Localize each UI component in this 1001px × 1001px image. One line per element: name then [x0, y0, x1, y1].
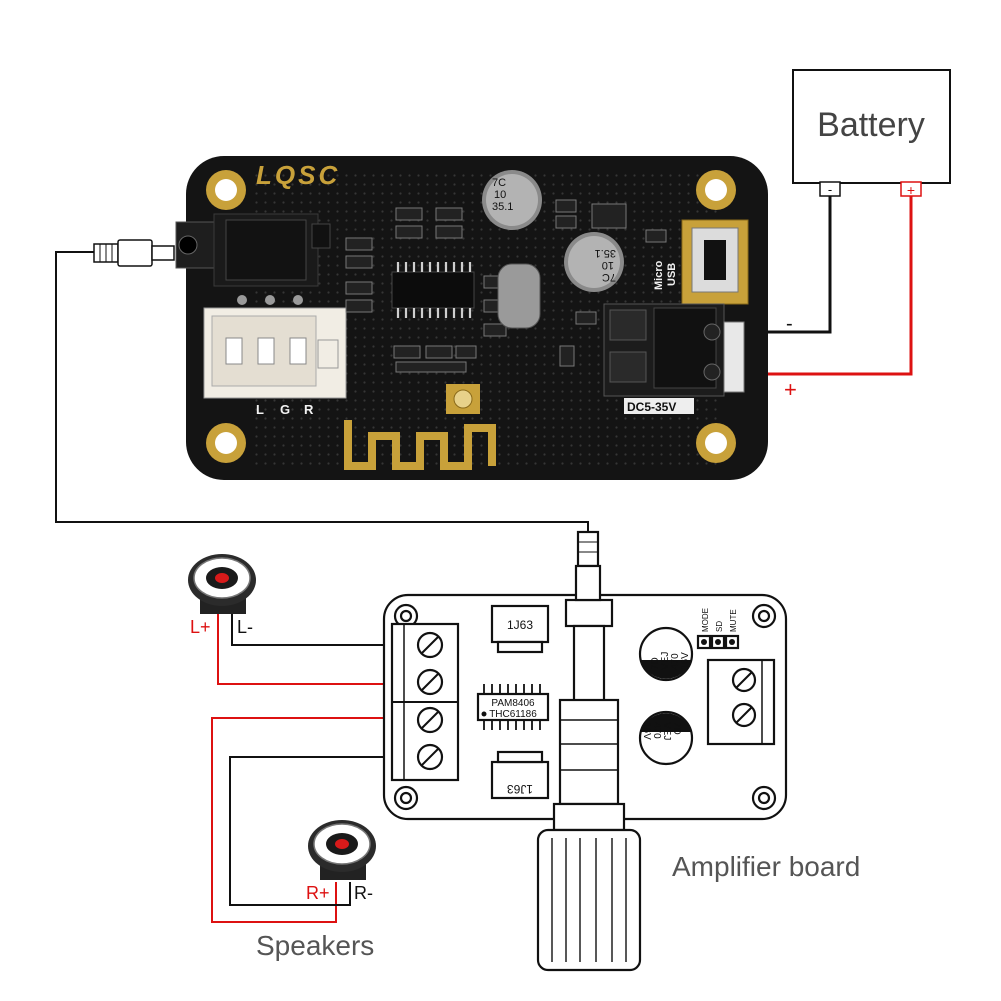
svg-text:PAM8406: PAM8406 — [491, 698, 535, 709]
svg-text:470: 470 — [670, 653, 681, 670]
power-screw-terminal — [603, 303, 745, 397]
amp-audio-plug — [574, 530, 602, 602]
svg-text:VEJ: VEJ — [661, 722, 672, 740]
amp-power-terminal — [706, 658, 776, 746]
mode-header: MODE SD MUTE — [696, 608, 740, 650]
svg-text:1J63: 1J63 — [507, 782, 533, 796]
svg-text:35.1: 35.1 — [595, 247, 616, 259]
amp-mounting-holes — [393, 603, 777, 811]
svg-text:7C: 7C — [602, 271, 616, 283]
svg-text:35.1: 35.1 — [492, 201, 513, 213]
jst-pin-g: G — [280, 402, 290, 417]
capacitor-bottom: 7C 10 35.1 — [564, 232, 624, 292]
right-speaker-plus-label: R+ — [306, 883, 330, 903]
svg-text:1J63: 1J63 — [507, 618, 533, 632]
bluetooth-receiver-board: LQSC L G R — [93, 156, 768, 480]
jst-pin-r: R — [304, 402, 314, 417]
svg-text:470: 470 — [651, 722, 662, 739]
capacitor-top: 7C 10 35.1 — [482, 170, 542, 230]
input-voltage-label: DC5-35V — [627, 400, 676, 414]
left-speaker-plus-wire — [217, 612, 392, 685]
negative-wire-label: - — [786, 313, 793, 335]
battery-positive-wire — [722, 190, 913, 376]
wires: - + — [55, 190, 913, 923]
battery-negative-sign: - — [828, 182, 832, 197]
audio-cable — [55, 251, 589, 540]
svg-text:SD: SD — [715, 621, 724, 632]
jst-connector — [203, 295, 347, 399]
left-speaker-minus-label: L- — [237, 617, 253, 637]
right-speaker-minus-wire — [229, 756, 392, 906]
smd-components — [345, 199, 667, 373]
battery-label: Battery — [817, 106, 925, 144]
svg-text:10: 10 — [602, 259, 614, 271]
amplifier-board: 1J63 1J63 PAM8406 THC61186 — [382, 530, 860, 972]
amplifier-caption: Amplifier board — [672, 851, 860, 882]
right-speaker-minus-label: R- — [354, 883, 373, 903]
volume-potentiometer — [552, 598, 626, 832]
left-speaker-plus-label: L+ — [190, 617, 211, 637]
bt-mounting-holes — [206, 170, 736, 463]
crystal-oscillator — [497, 263, 541, 329]
amp-capacitor-bottom: 7D VEJ 470 16V — [638, 710, 694, 766]
usb-label-1: Micro — [653, 260, 665, 290]
svg-text:7D: 7D — [671, 722, 682, 735]
audio-jack-socket — [175, 213, 331, 287]
antenna-connector — [446, 384, 480, 414]
svg-text:7D: 7D — [650, 657, 661, 670]
right-speaker — [308, 820, 376, 880]
svg-text:7C: 7C — [492, 177, 506, 189]
svg-text:VEJ: VEJ — [660, 652, 671, 670]
svg-text:16V: 16V — [641, 722, 652, 740]
chip-bottom: 1J63 — [490, 750, 550, 800]
board-logo: LQSC — [256, 160, 340, 190]
usb-label-2: USB — [666, 263, 678, 286]
battery-positive-sign: + — [907, 182, 915, 198]
jst-pin-l: L — [256, 402, 264, 417]
svg-text:16V: 16V — [680, 652, 691, 670]
amplifier-ic: PAM8406 THC61186 — [476, 684, 550, 730]
svg-text:MODE: MODE — [701, 608, 710, 632]
battery-negative-terminal — [819, 181, 841, 197]
battery-positive-terminal — [900, 181, 922, 197]
positive-wire-label: + — [784, 377, 797, 402]
svg-text:10: 10 — [494, 189, 506, 201]
battery-box — [792, 69, 951, 184]
bt-main-ic — [391, 262, 475, 318]
battery: Battery - + — [792, 69, 951, 198]
pcb-antenna — [344, 420, 496, 470]
audio-plug — [93, 239, 175, 267]
micro-usb-port — [681, 219, 749, 305]
left-speaker-minus-wire — [231, 612, 392, 646]
right-speaker-plus-wire — [211, 717, 392, 923]
speakers-caption: Speakers — [256, 930, 374, 961]
left-speaker — [188, 554, 256, 614]
svg-text:MUTE: MUTE — [729, 609, 738, 632]
volume-knob — [536, 828, 642, 972]
amp-capacitor-top: 7D VEJ 470 16V — [638, 626, 694, 682]
svg-text:THC61186: THC61186 — [489, 709, 537, 720]
speaker-screw-terminal — [390, 622, 460, 782]
chip-top: 1J63 — [490, 604, 550, 654]
